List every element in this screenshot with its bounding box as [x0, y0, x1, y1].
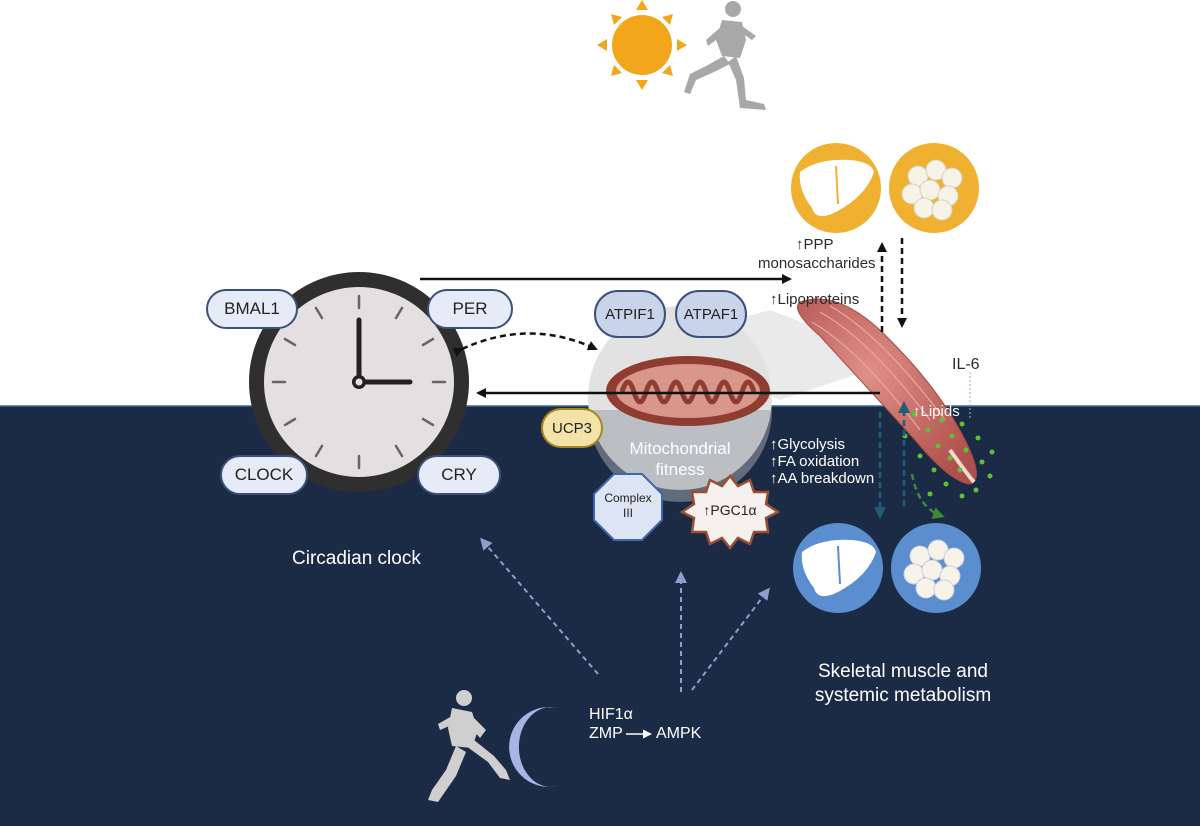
circadian-clock-caption: Circadian clock	[292, 548, 421, 569]
clock-pill: CLOCK	[220, 455, 308, 495]
mito-fitness-line1: Mitochondrial	[629, 439, 731, 458]
fa-oxidation-label: ↑FA oxidation	[770, 453, 860, 470]
atpif1-pill: ATPIF1	[594, 290, 666, 338]
bmal1-pill: BMAL1	[206, 289, 298, 329]
atpif1-label: ATPIF1	[605, 305, 655, 323]
myokine-dots	[902, 411, 995, 499]
ucp3-label: UCP3	[551, 419, 592, 437]
clock-mito-bidirectional-arrow	[452, 332, 598, 357]
signal-to-clock-arrow	[480, 537, 599, 675]
complex-iii-line1: Complex	[604, 491, 652, 505]
cry-pill: CRY	[417, 455, 501, 495]
complex-iii-label: Complex III	[594, 491, 662, 521]
hif1a-label: HIF1α	[589, 706, 633, 723]
lipids-label: ↑Lipids	[913, 403, 960, 420]
clock-icon	[249, 272, 469, 492]
complex-iii-shape	[593, 473, 663, 541]
night-background	[0, 406, 1200, 826]
adipose-night-icon	[891, 523, 981, 613]
ucp3-pill: UCP3	[541, 408, 603, 448]
metabolism-caption-line2: systemic metabolism	[814, 685, 992, 706]
adipose-day-icon	[889, 143, 979, 233]
liver-day-icon	[791, 143, 881, 233]
signal-to-metabolism-arrow	[691, 587, 770, 691]
mitochondrion-icon	[606, 356, 770, 426]
complex-iii-line2: III	[622, 506, 633, 520]
atpaf1-label: ATPAF1	[683, 305, 739, 323]
per-label: PER	[452, 299, 488, 318]
ppp-label: ↑PPP	[796, 236, 834, 253]
monosaccharides-label: monosaccharides	[758, 255, 876, 272]
mito-fitness-line2: fitness	[655, 460, 705, 479]
moon-icon	[509, 706, 558, 787]
cry-label: CRY	[441, 465, 477, 484]
atpaf1-pill: ATPAF1	[675, 290, 747, 338]
muscle-to-adipose-green-arrow	[910, 473, 945, 519]
lipoproteins-label: ↑Lipoproteins	[770, 291, 860, 308]
clock-gene-label: CLOCK	[234, 465, 294, 484]
bmal1-label: BMAL1	[224, 299, 280, 318]
zmp-label: ZMP	[589, 725, 623, 742]
mito-fitness-label: Mitochondrial fitness	[620, 438, 740, 480]
il6-label: IL-6	[952, 356, 980, 373]
metabolism-caption: Skeletal muscle and systemic metabolism	[798, 660, 1008, 708]
day-runner-icon	[684, 1, 766, 110]
metabolism-caption-line1: Skeletal muscle and	[817, 661, 989, 682]
pgc1a-label: ↑PGC1α	[703, 502, 757, 518]
sun-icon	[597, 0, 687, 90]
night-runner-icon	[428, 690, 510, 802]
liver-night-icon	[793, 523, 883, 613]
pgc1a-starburst	[679, 473, 781, 551]
per-pill: PER	[427, 289, 513, 329]
aa-breakdown-label: ↑AA breakdown	[770, 470, 875, 487]
ampk-label: AMPK	[656, 725, 702, 742]
glycolysis-label: ↑Glycolysis	[770, 436, 846, 453]
